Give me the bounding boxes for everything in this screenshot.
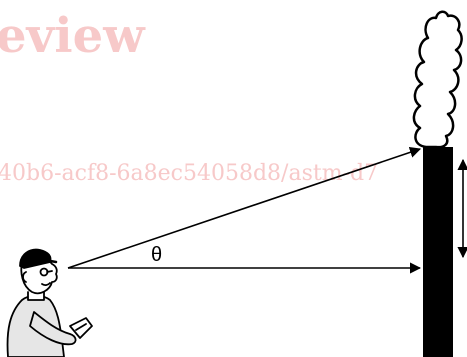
angle-theta-label: θ <box>151 244 162 266</box>
watermark-title: eview <box>0 8 146 64</box>
smokestack <box>423 147 453 357</box>
sight-line-top <box>67 146 422 269</box>
watermark-id: 40b6-acf8-6a8ec54058d8/astm-d7 <box>0 161 378 186</box>
watermark: eview 40b6-acf8-6a8ec54058d8/astm-d7 <box>0 8 378 186</box>
observer-person-icon <box>6 248 93 357</box>
smoke-plume-icon <box>412 10 463 149</box>
